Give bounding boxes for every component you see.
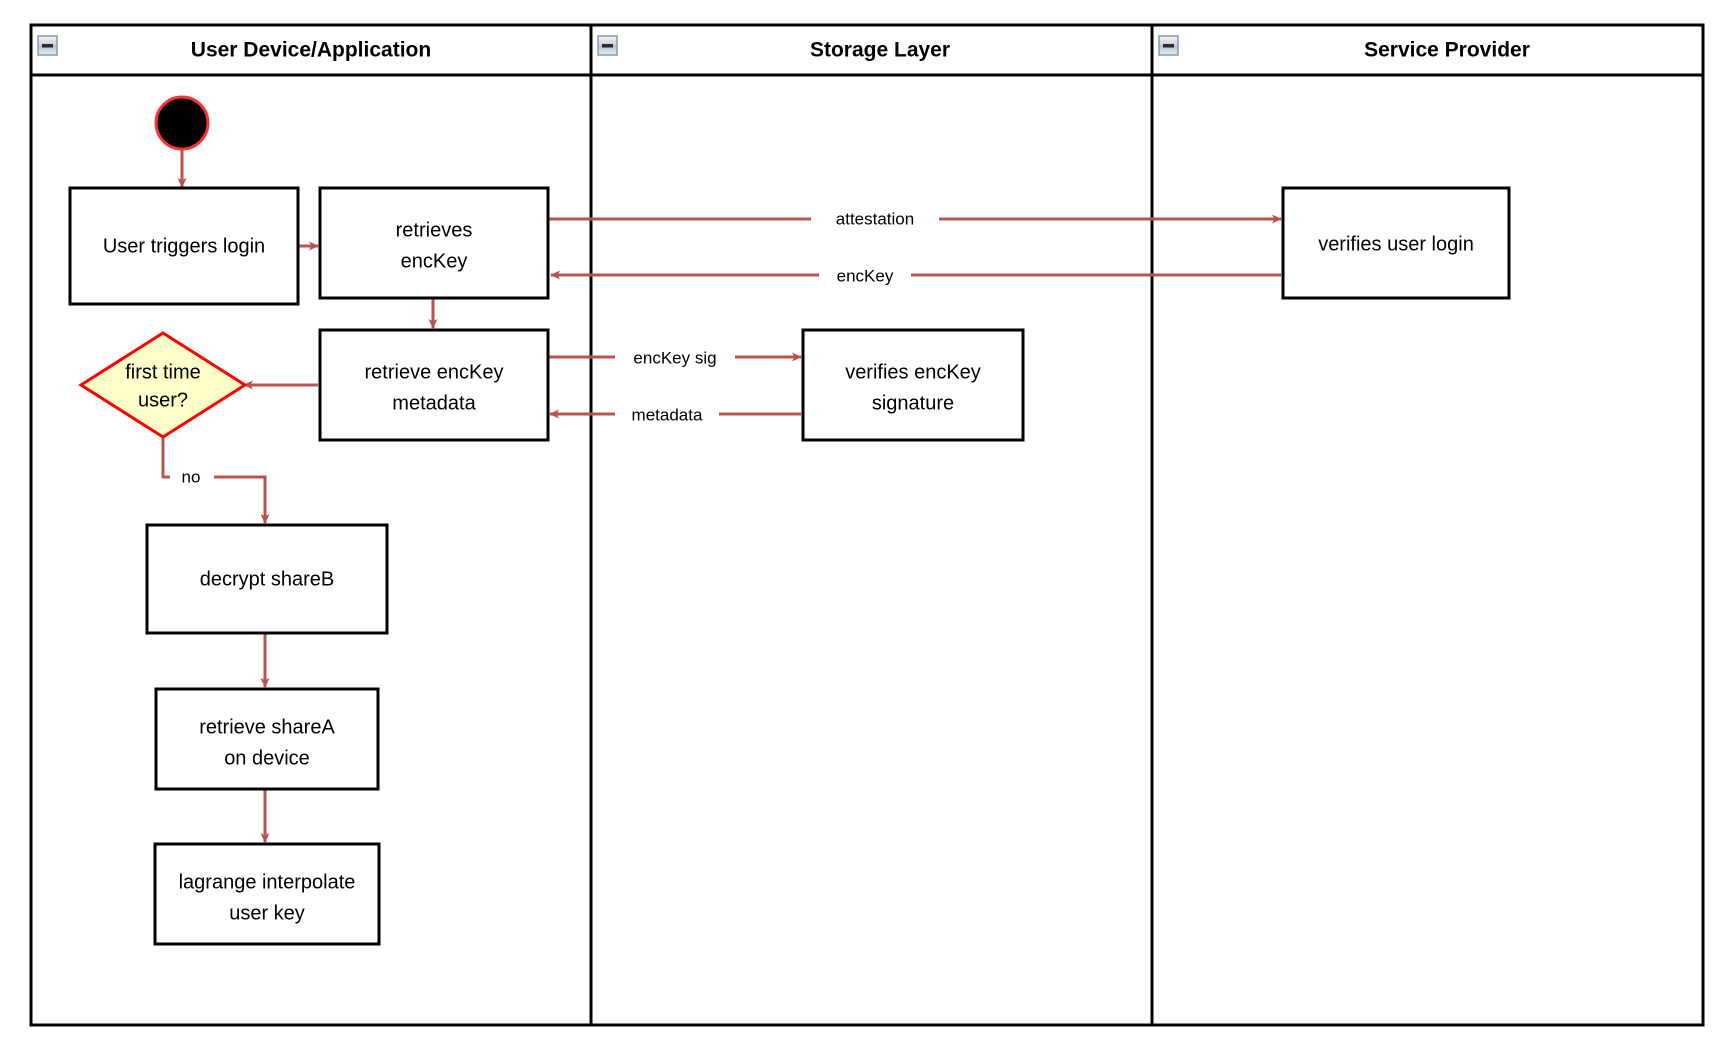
node-label-retrieves-enckey-line1: retrieves: [396, 219, 473, 241]
node-retrieve-sharea-on-device[interactable]: retrieve shareA on device: [154, 687, 380, 791]
node-label-decrypt-shareb: decrypt shareB: [200, 568, 335, 590]
lane-header-user-device[interactable]: User Device/Application: [37, 35, 431, 62]
node-label-retrieves-enckey-line2: encKey: [401, 250, 468, 272]
node-label-retrieve-enckey-metadata-line2: metadata: [392, 392, 476, 414]
lane-title-user-device: User Device/Application: [191, 39, 431, 62]
node-label-retrieve-sharea-line2: on device: [224, 747, 310, 769]
node-label-lagrange-line1: lagrange interpolate: [179, 871, 356, 893]
edge-decision-no-label: no: [182, 467, 201, 486]
edge-attestation-label: attestation: [836, 209, 914, 228]
edge-metadata-return-label: metadata: [632, 405, 703, 424]
edge-enckey-return-label-bg: [819, 263, 911, 289]
node-label-user-triggers-login: User triggers login: [103, 235, 265, 257]
collapse-minus-icon[interactable]: [1158, 35, 1179, 56]
node-label-retrieve-enckey-metadata-line1: retrieve encKey: [365, 361, 504, 383]
edge-metadata-return-label-bg: [615, 402, 719, 428]
node-verifies-user-login[interactable]: verifies user login: [1281, 186, 1511, 300]
node-decrypt-shareb[interactable]: decrypt shareB: [145, 523, 389, 635]
lane-title-service-provider: Service Provider: [1364, 39, 1530, 62]
node-label-verifies-user-login: verifies user login: [1318, 233, 1474, 255]
node-label-first-time-user-line2: user?: [138, 389, 188, 411]
node-retrieve-enckey-metadata[interactable]: retrieve encKey metadata: [318, 328, 550, 442]
collapse-minus-icon[interactable]: [37, 35, 58, 56]
edge-decision-no-label-bg: [170, 464, 214, 490]
node-label-first-time-user-line1: first time: [125, 361, 201, 383]
node-user-triggers-login[interactable]: User triggers login: [68, 186, 300, 306]
node-verifies-enckey-signature[interactable]: verifies encKey signature: [801, 328, 1025, 442]
node-lagrange-interpolate-user-key[interactable]: lagrange interpolate user key: [153, 842, 381, 946]
node-label-lagrange-line2: user key: [229, 902, 305, 924]
diagram-outer-frame: [29, 23, 1705, 1027]
lane-header-storage-layer[interactable]: Storage Layer: [597, 35, 950, 62]
node-label-verifies-enckey-signature-line1: verifies encKey: [845, 361, 981, 383]
edge-enckey-return-label: encKey: [837, 266, 894, 285]
node-first-time-user-decision[interactable]: first time user?: [78, 331, 248, 439]
node-label-retrieve-sharea-line1: retrieve shareA: [199, 716, 335, 738]
node-retrieves-enckey[interactable]: retrieves encKey: [318, 186, 550, 300]
edge-attestation-label-bg: [811, 206, 939, 232]
initial-start-node[interactable]: [154, 95, 210, 151]
edge-enckey-sig-label: encKey sig: [633, 348, 716, 367]
node-label-verifies-enckey-signature-line2: signature: [872, 392, 954, 414]
edge-enckey-sig-label-bg: [615, 345, 735, 371]
lane-header-service-provider[interactable]: Service Provider: [1158, 35, 1530, 62]
lane-title-storage-layer: Storage Layer: [810, 39, 950, 62]
collapse-minus-icon[interactable]: [597, 35, 618, 56]
